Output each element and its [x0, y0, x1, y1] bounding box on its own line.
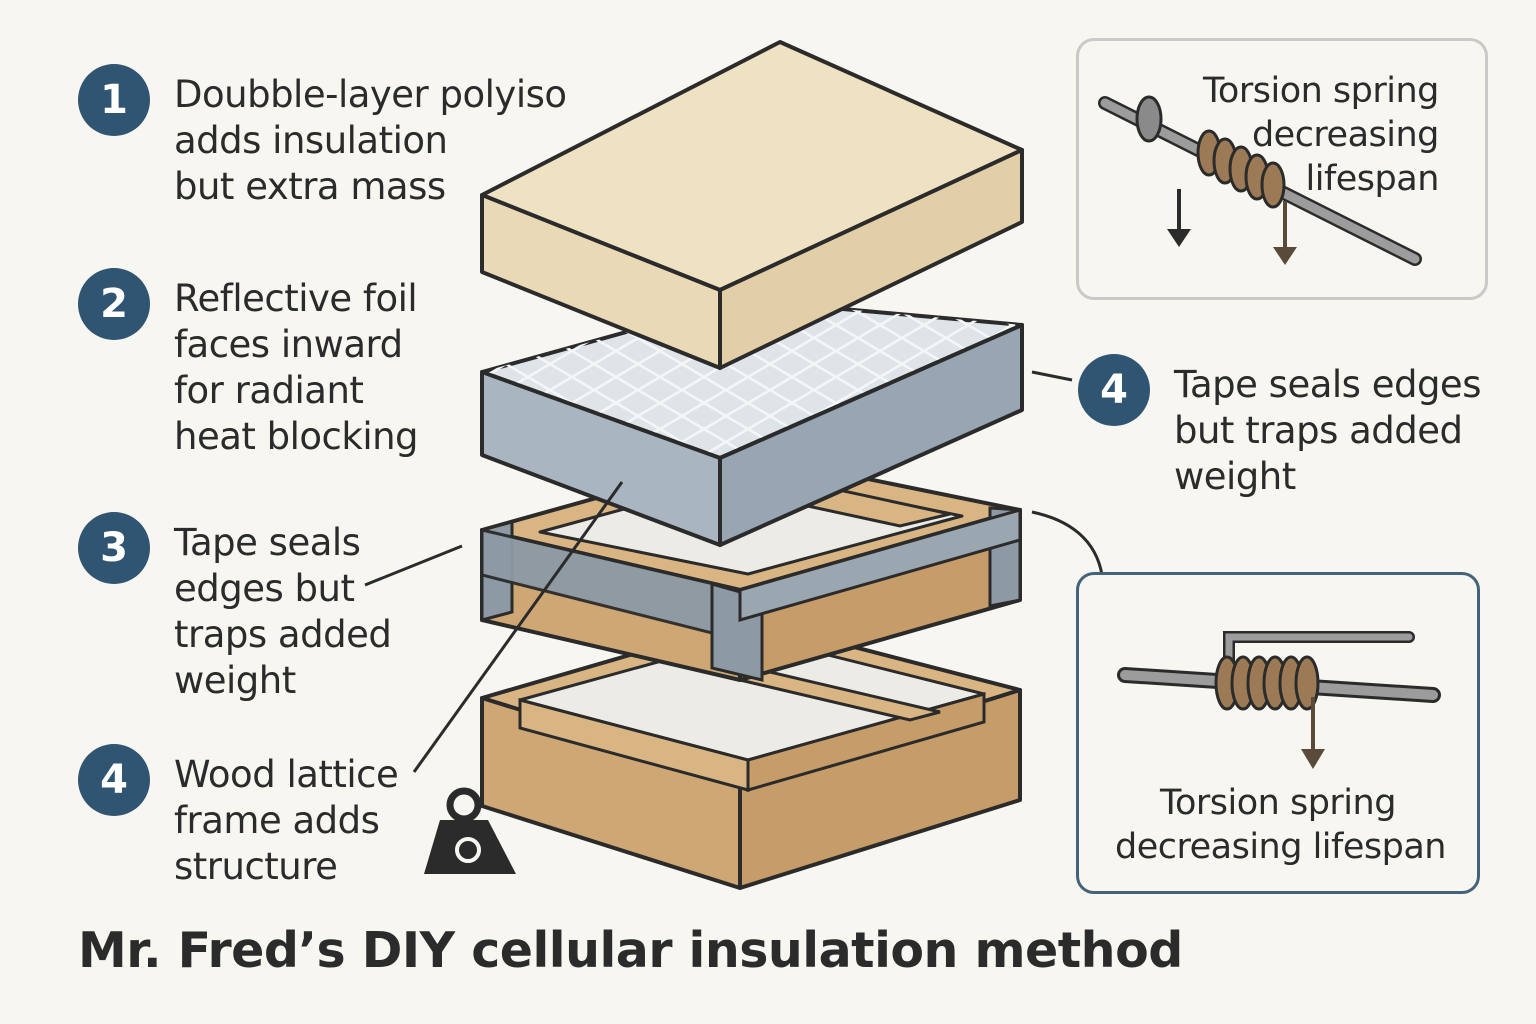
leader-lines [364, 370, 1104, 773]
inset-label: Torsion spring decreasing lifespan [1203, 69, 1439, 201]
callout-line: Tape seals edges [1174, 363, 1481, 406]
inset-label-line: decreasing lifespan [1115, 827, 1446, 867]
inset-label-line: decreasing [1251, 115, 1439, 155]
callout-text: Tape seals edges but traps added weight [1174, 362, 1481, 500]
step-badge: 2 [78, 268, 150, 340]
callout-line: Wood lattice [174, 753, 399, 796]
callout-line: but extra mass [174, 165, 446, 208]
torsion-spring-inset-top: Torsion spring decreasing lifespan [1076, 38, 1488, 300]
callout-line: faces inward [174, 323, 403, 366]
callout-line: structure [174, 845, 338, 888]
step-badge: 3 [78, 512, 150, 584]
callout-line: traps added [174, 613, 392, 656]
down-arrow-icon [1273, 201, 1297, 265]
down-arrow-icon [1167, 189, 1191, 247]
callout-tape-right: 4 Tape seals edges but traps added weigh… [1078, 354, 1481, 500]
page-title: Mr. Fred’s DIY cellular insulation metho… [78, 922, 1183, 979]
callout-text: Doubble-layer polyiso adds insulation bu… [174, 72, 567, 210]
inset-label-line: Torsion spring [1203, 71, 1439, 111]
torsion-spring-inset-bottom: Torsion spring decreasing lifespan [1076, 572, 1480, 894]
callout-polyiso: 1 Doubble-layer polyiso adds insulation … [78, 64, 567, 210]
inset-label-line: Torsion spring [1160, 783, 1396, 823]
callout-line: frame adds [174, 799, 380, 842]
polyiso-board-layer [480, 40, 1024, 370]
callout-foil: 2 Reflective foil faces inward for radia… [78, 268, 419, 460]
callout-line: for radiant [174, 369, 364, 412]
down-arrow-icon [1301, 697, 1325, 769]
callout-wood-frame: 4 Wood lattice frame adds structure [78, 744, 399, 890]
torsion-spring-icon [1098, 95, 1422, 266]
wood-frame-layer [480, 618, 1022, 890]
weight-icon [424, 787, 516, 874]
callout-line: Reflective foil [174, 277, 418, 320]
step-badge: 1 [78, 64, 150, 136]
callout-text: Wood lattice frame adds structure [174, 752, 399, 890]
callout-line: Doubble-layer polyiso [174, 73, 567, 116]
callout-text: Reflective foil faces inward for radiant… [174, 276, 419, 460]
callout-line: Tape seals [174, 521, 361, 564]
step-badge: 4 [78, 744, 150, 816]
callout-line: heat blocking [174, 415, 419, 458]
torsion-spring-icon [1117, 631, 1441, 769]
inset-label-line: lifespan [1305, 159, 1440, 199]
inset-label: Torsion spring decreasing lifespan [1115, 781, 1446, 869]
callout-line: weight [174, 659, 296, 702]
callout-line: weight [1174, 455, 1296, 498]
callout-line: but traps added [1174, 409, 1463, 452]
callout-tape: 3 Tape seals edges but traps added weigh… [78, 512, 392, 704]
callout-line: edges but [174, 567, 355, 610]
callout-text: Tape seals edges but traps added weight [174, 520, 392, 704]
callout-line: adds insulation [174, 119, 448, 162]
step-badge: 4 [1078, 354, 1150, 426]
